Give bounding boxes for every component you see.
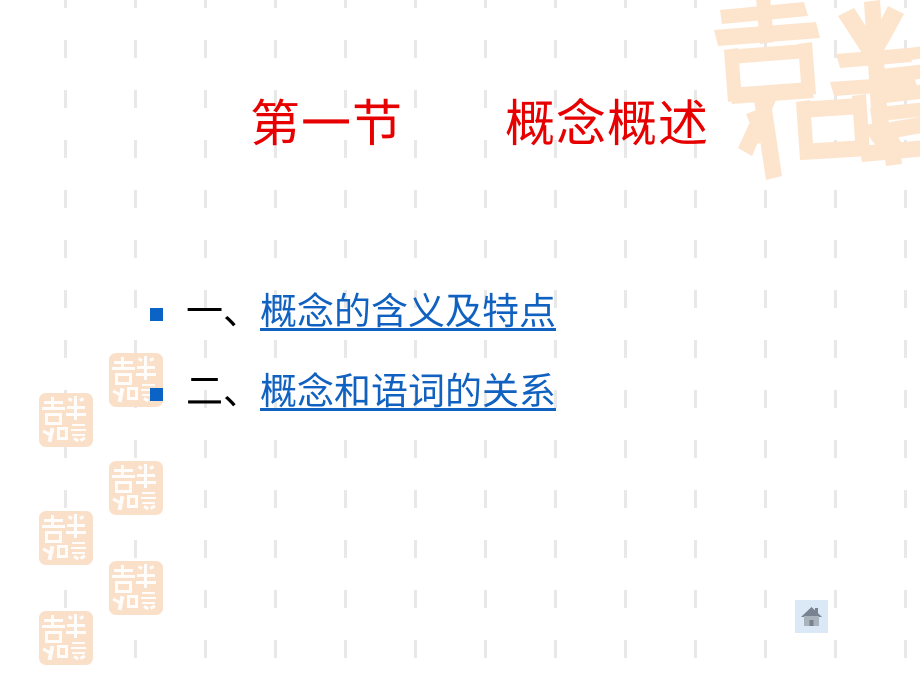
square-bullet-icon [150, 307, 163, 321]
seal-stamp [109, 353, 163, 407]
list-item-link[interactable]: 概念的含义及特点 [260, 290, 556, 333]
seal-stamp [39, 393, 93, 447]
list-item-index: 二、 [186, 370, 260, 413]
square-bullet-icon [150, 387, 163, 401]
bullet-list: 一、 概念的含义及特点 二、 概念和语词的关系 [150, 272, 750, 432]
seal-stamp [39, 611, 93, 665]
seal-script-watermark [714, 0, 920, 180]
home-icon [801, 607, 822, 626]
list-item[interactable]: 一、 概念的含义及特点 [150, 272, 750, 352]
seal-stamp [109, 561, 163, 615]
seal-stamp [109, 461, 163, 515]
list-item[interactable]: 二、 概念和语词的关系 [150, 352, 750, 432]
seal-stamp [39, 511, 93, 565]
slide-title: 第一节 概念概述 [250, 95, 709, 153]
list-item-index: 一、 [186, 290, 260, 333]
list-item-link[interactable]: 概念和语词的关系 [260, 370, 556, 413]
home-button[interactable] [795, 600, 828, 633]
